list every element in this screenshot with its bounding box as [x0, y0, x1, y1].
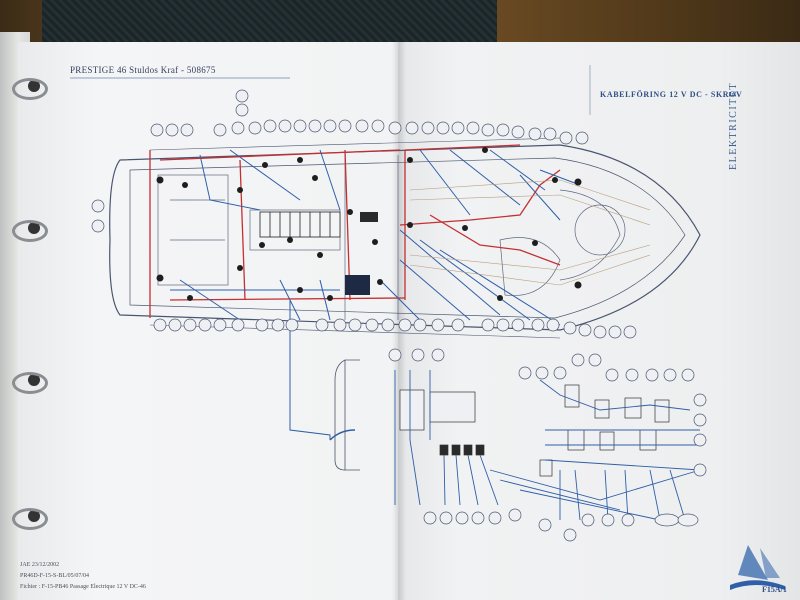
section-label: ELEKTRICITET	[728, 82, 739, 170]
footer-date: JAE 23/12/2002	[20, 562, 60, 568]
binder-ring	[12, 220, 48, 242]
footer-filename: Fichier : F-15-PB46 Passage Electrique 1…	[20, 584, 146, 590]
fabric-cloth	[42, 0, 497, 48]
hull-outline	[109, 137, 701, 339]
page-gutter	[392, 42, 406, 600]
thin-conductors	[409, 179, 651, 286]
sail-logo	[730, 545, 785, 590]
binder-ring	[12, 372, 48, 394]
diagram-title: KABELFÖRING 12 V DC - SKROV	[600, 90, 743, 99]
reference-bubbles-lower	[388, 348, 707, 542]
blue-wires	[170, 149, 581, 441]
switch-panels	[399, 389, 485, 456]
lower-right-wires	[539, 379, 701, 521]
detail-bracket	[334, 359, 360, 471]
footer-reference: PR46D-F-15-S-BL/05/07/04	[20, 573, 90, 579]
component-markers	[156, 147, 582, 301]
battery-block	[345, 275, 370, 295]
fuse-panel	[259, 211, 341, 238]
page-number: F15A/1	[762, 585, 787, 594]
reference-bubbles-top	[91, 89, 589, 233]
lower-right-switches	[539, 384, 670, 477]
binder-ring	[12, 78, 48, 100]
binder-ring	[12, 508, 48, 530]
lower-left-wires	[394, 370, 701, 521]
left-page-title: PRESTIGE 46 Stuldos Kraf - 508675	[70, 65, 216, 75]
reference-bubbles-bottom	[153, 318, 637, 339]
